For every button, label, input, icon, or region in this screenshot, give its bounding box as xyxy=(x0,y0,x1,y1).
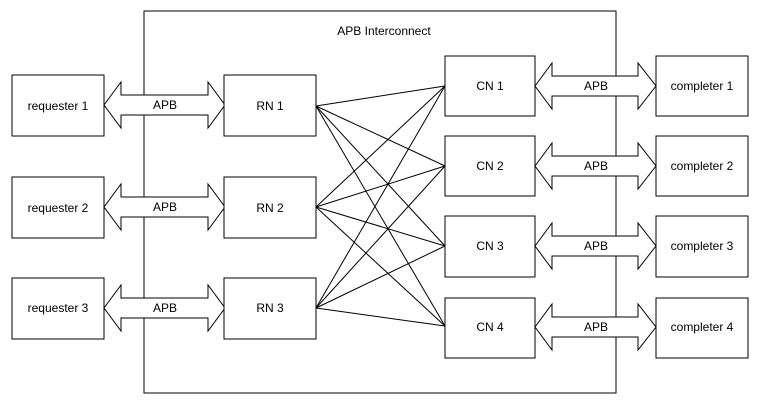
request-node-box xyxy=(223,176,317,239)
completer-row-2: CN 2 APB completer 2 xyxy=(444,135,749,197)
requester-box xyxy=(11,277,105,340)
completer-box xyxy=(655,297,749,359)
wire-rn2-cn4 xyxy=(315,206,446,327)
completer-label: completer 3 xyxy=(671,239,734,253)
completer-box xyxy=(655,135,749,197)
apb-bus-label: APB xyxy=(153,301,177,315)
apb-bus-label: APB xyxy=(153,98,177,112)
completer-node-box xyxy=(444,215,536,278)
request-node-label: RN 3 xyxy=(256,301,284,315)
apb-bus-label: APB xyxy=(153,200,177,214)
request-node-label: RN 2 xyxy=(256,201,284,215)
completer-label: completer 2 xyxy=(671,159,734,173)
completer-box xyxy=(655,55,749,117)
completer-node-box xyxy=(444,297,536,359)
wire-rn3-cn3 xyxy=(315,245,446,309)
completer-row-3: CN 3 APB completer 3 xyxy=(444,215,749,278)
completer-row-4: CN 4 APB completer 4 xyxy=(444,297,749,359)
request-node-box xyxy=(223,74,317,137)
requester-label: requester 3 xyxy=(28,301,89,315)
request-node-box xyxy=(223,277,317,340)
wire-rn1-cn2 xyxy=(315,105,446,167)
wire-rn1-cn1 xyxy=(315,85,446,107)
apb-bus-label: APB xyxy=(584,320,608,334)
completer-box xyxy=(655,215,749,278)
requester-label: requester 2 xyxy=(28,201,89,215)
wire-rn2-cn2 xyxy=(315,165,446,208)
request-node-label: RN 1 xyxy=(256,99,284,113)
completer-node-label: CN 2 xyxy=(476,159,504,173)
crossbar-wires xyxy=(315,85,446,327)
wire-rn2-cn1 xyxy=(315,85,446,208)
apb-bus-label: APB xyxy=(584,79,608,93)
apb-bus-label: APB xyxy=(584,159,608,173)
completer-label: completer 4 xyxy=(671,320,734,334)
wire-rn3-cn4 xyxy=(315,307,446,327)
apb-bus-label: APB xyxy=(584,239,608,253)
wire-rn1-cn4 xyxy=(315,105,446,327)
wire-rn3-cn2 xyxy=(315,165,446,309)
completer-node-label: CN 4 xyxy=(476,320,504,334)
completer-row-1: CN 1 APB completer 1 xyxy=(444,55,749,117)
completer-node-label: CN 3 xyxy=(476,239,504,253)
wire-rn1-cn3 xyxy=(315,105,446,247)
wire-rn3-cn1 xyxy=(315,85,446,309)
interconnect-title: APB Interconnect xyxy=(337,24,431,38)
completer-label: completer 1 xyxy=(671,79,734,93)
requester-row-1: requester 1 APB RN 1 xyxy=(11,74,317,137)
completer-node-label: CN 1 xyxy=(476,79,504,93)
requester-box xyxy=(11,176,105,239)
requester-label: requester 1 xyxy=(28,99,89,113)
requester-row-3: requester 3 APB RN 3 xyxy=(11,277,317,340)
requester-row-2: requester 2 APB RN 2 xyxy=(11,176,317,239)
wire-rn2-cn3 xyxy=(315,206,446,247)
requester-box xyxy=(11,74,105,137)
completer-node-box xyxy=(444,55,536,117)
